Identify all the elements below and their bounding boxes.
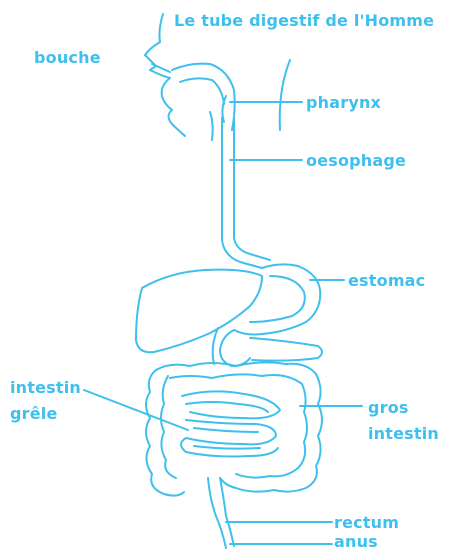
label-bouche: bouche [34, 48, 101, 67]
small-intestine [181, 391, 280, 456]
large-intestine [146, 362, 322, 495]
head-profile [145, 14, 290, 136]
label-rectum: rectum [334, 513, 399, 532]
stomach [234, 264, 320, 334]
pointer-intestin-grele [84, 390, 188, 430]
label-oesophage: oesophage [306, 151, 406, 170]
label-gros-intestin-line1: gros [368, 398, 409, 417]
label-gros-intestin-line2: intestin [368, 424, 439, 443]
liver [136, 270, 262, 353]
diagram-title: Le tube digestif de l'Homme [174, 11, 434, 30]
mouth-cavity [172, 64, 235, 140]
label-intestin-grele-line1: intestin [10, 378, 81, 397]
label-estomac: estomac [348, 271, 425, 290]
label-intestin-grele-line2: grêle [10, 404, 58, 423]
oesophagus [222, 118, 270, 268]
label-pharynx: pharynx [306, 93, 381, 112]
rectum-anus [208, 478, 234, 548]
label-anus: anus [334, 532, 378, 551]
